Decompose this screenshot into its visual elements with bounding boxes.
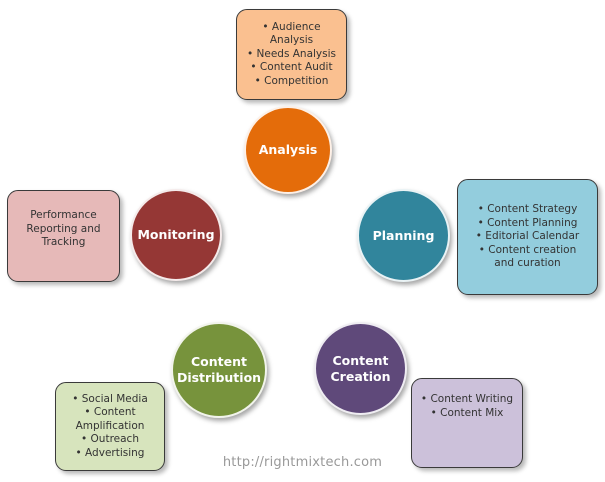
detail-line: • Content Planning	[477, 216, 578, 229]
detail-line: • Content creation	[478, 243, 577, 256]
stage-label-line: Planning	[372, 227, 435, 243]
detail-line: • Audience	[262, 20, 321, 33]
content-creation-details-box: • Content Writing• Content Mix	[411, 378, 523, 468]
planning-details-box: • Content Strategy• Content Planning• Ed…	[457, 179, 598, 295]
source-url-text: http://rightmixtech.com	[222, 455, 383, 470]
detail-line: • Advertising	[75, 446, 145, 459]
monitoring-stage-circle: Monitoring	[130, 189, 222, 281]
detail-line: • Competition	[254, 74, 329, 87]
stage-label-line: Distribution	[176, 370, 262, 385]
detail-line: • Content Writing	[420, 393, 514, 405]
analysis-stage-circle: Analysis	[244, 106, 332, 194]
detail-line: • Content Audit	[250, 61, 333, 74]
detail-line: Tracking	[41, 236, 86, 248]
detail-line: • Social Media	[72, 392, 148, 405]
detail-line: • Content	[84, 406, 136, 419]
planning-stage-circle: Planning	[357, 189, 450, 282]
detail-line: • Needs Analysis	[246, 47, 337, 60]
detail-line: • Content Strategy	[477, 203, 578, 216]
detail-line: Amplification	[75, 419, 145, 432]
detail-line: • Content Mix	[430, 406, 504, 419]
detail-line: • Outreach	[81, 433, 139, 446]
detail-line: • Editorial Calendar	[475, 230, 580, 243]
stage-label-line: Creation	[330, 368, 391, 384]
detail-line: Analysis	[269, 34, 314, 47]
stage-label-line: Content	[191, 354, 247, 369]
detail-line: and curation	[494, 257, 561, 270]
stage-label-line: Content	[332, 352, 389, 368]
detail-line: Performance	[30, 209, 97, 221]
stage-label-line: Analysis	[258, 142, 318, 157]
detail-line: Reporting and	[26, 222, 101, 235]
stage-label-line: Monitoring	[137, 227, 215, 242]
